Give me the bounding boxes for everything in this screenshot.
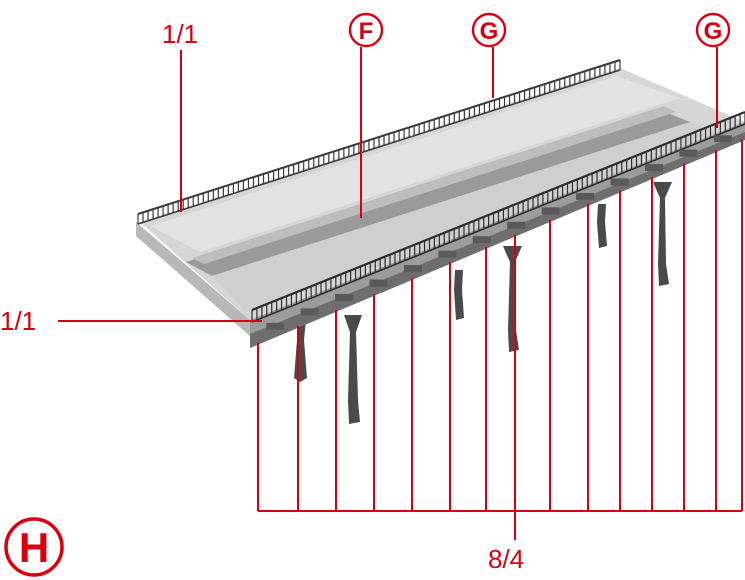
- deck-left-face: [136, 222, 250, 336]
- fascia-mark: [576, 192, 595, 200]
- label-circle-g1: G: [480, 18, 499, 45]
- label-circle-h: H: [19, 524, 49, 571]
- fascia-mark: [266, 322, 285, 330]
- fascia-mark: [507, 221, 526, 229]
- circle-g1: [471, 12, 507, 48]
- label-circle-g2: G: [704, 18, 723, 45]
- label-circle-f: F: [359, 18, 374, 45]
- railing-near: [251, 110, 745, 323]
- pier: [597, 204, 607, 248]
- bridge-illustration: [136, 59, 745, 424]
- pier: [454, 270, 464, 320]
- fascia-mark: [713, 135, 732, 143]
- label-bottom: 8/4: [488, 544, 524, 574]
- fascia-mark: [300, 308, 319, 316]
- fascia-mark: [472, 236, 491, 244]
- circle-f: [348, 12, 384, 48]
- pier: [653, 182, 672, 286]
- fascia-mark: [369, 279, 388, 287]
- leader-comb: [257, 139, 743, 511]
- label-side-left: 1/1: [0, 306, 36, 336]
- pier: [503, 246, 522, 352]
- fascia-mark: [679, 149, 698, 157]
- fascia-mark: [541, 207, 560, 215]
- circle-h: [4, 517, 64, 577]
- circle-g2: [695, 12, 731, 48]
- fascia-mark: [438, 250, 457, 258]
- fascia-mark: [403, 265, 422, 273]
- fascia-marks: [266, 135, 732, 330]
- lane-far: [150, 76, 680, 252]
- label-top-left: 1/1: [162, 19, 198, 49]
- callouts: 1/1 F G G 1/1 8/4 H: [0, 12, 743, 577]
- fascia-mark: [610, 178, 629, 186]
- center-divider-top: [192, 106, 676, 264]
- center-divider: [186, 110, 690, 276]
- pier: [344, 315, 362, 424]
- fascia-mark: [335, 293, 354, 301]
- railing-far: [137, 59, 621, 225]
- fascia-mark: [644, 164, 663, 172]
- pier: [294, 320, 307, 382]
